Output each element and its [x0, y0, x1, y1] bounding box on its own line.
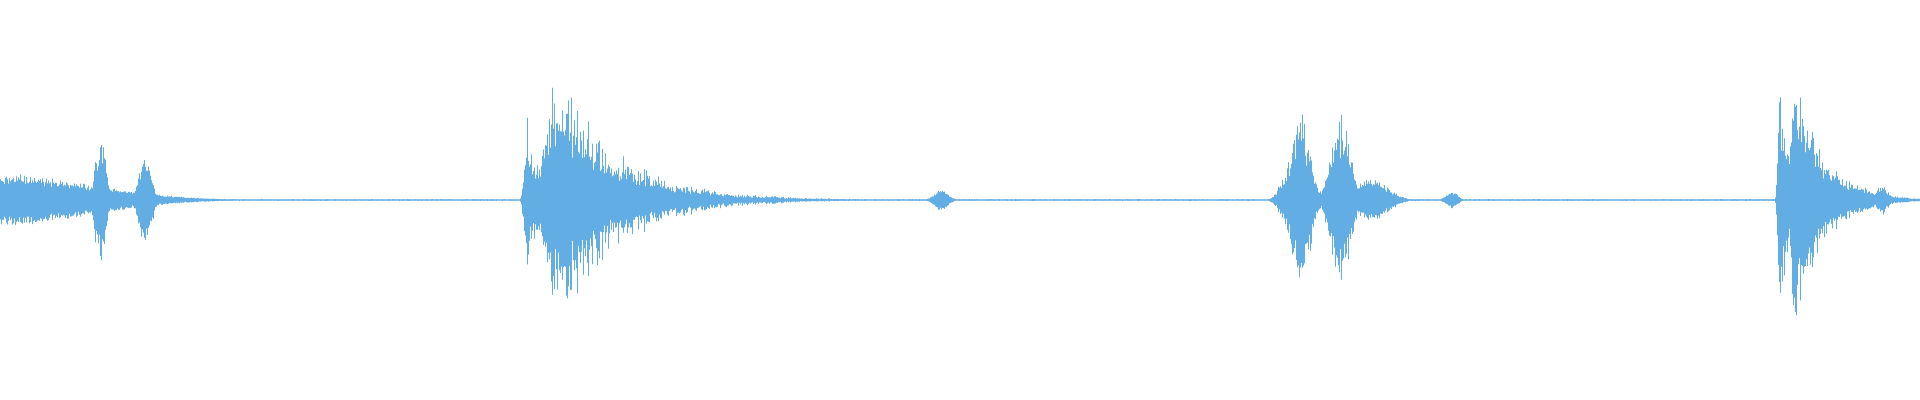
waveform-amplitude-path: [0, 87, 1920, 316]
